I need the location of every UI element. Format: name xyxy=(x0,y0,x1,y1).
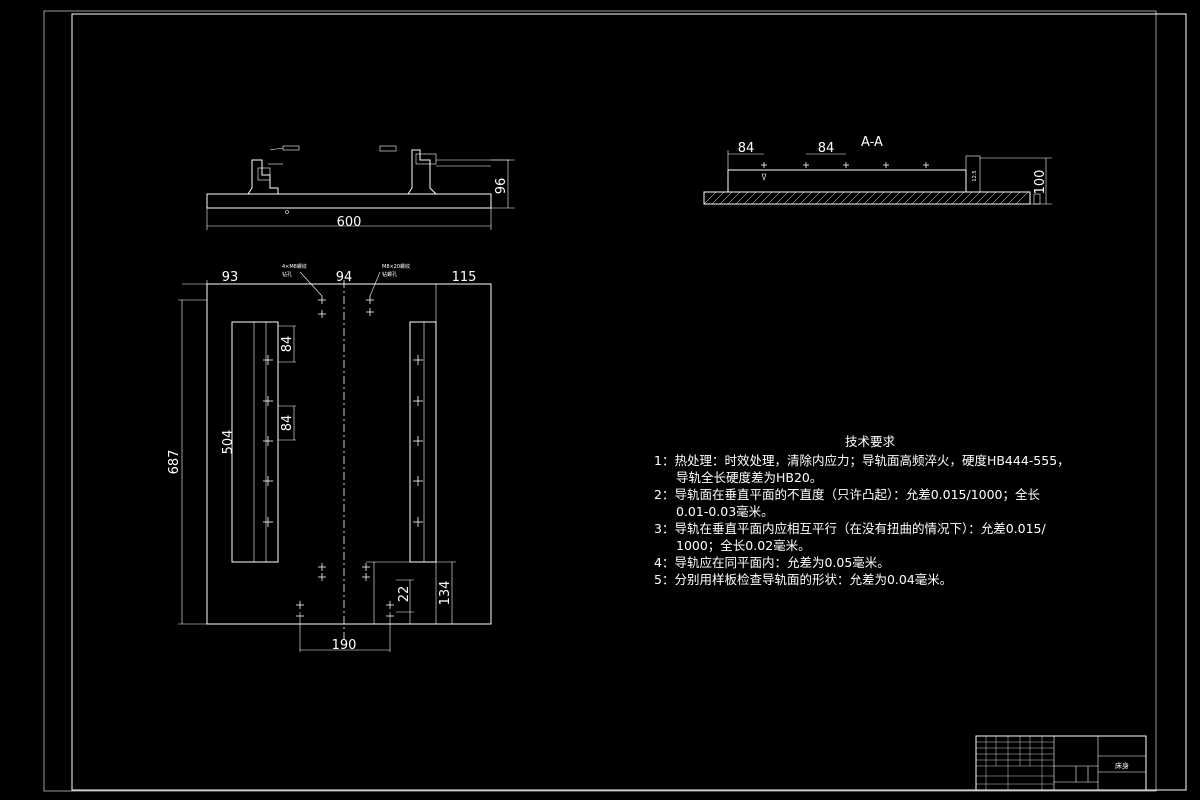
requirement-line-6: 1000；全长0.02毫米。 xyxy=(676,538,811,553)
requirement-line-5: 3：导轨在垂直平面内应相互平行（在没有扭曲的情况下）：允差0.015/ xyxy=(654,521,1046,536)
plan-dim-mid: 94 xyxy=(336,270,353,285)
section-title: A-A xyxy=(861,135,883,150)
section-dim-left: 84 xyxy=(738,141,755,156)
plan-dim-pitch-1: 84 xyxy=(280,336,295,353)
front-height-dim: 96 xyxy=(494,178,509,195)
plan-view: 4×M8螺纹 钻孔 M8×20螺纹 钻螺孔 93 94 115 687 504 … xyxy=(167,263,492,653)
requirement-line-3: 2：导轨面在垂直平面的不直度（只许凸起）：允差0.015/1000；全长 xyxy=(654,487,1041,502)
callout-left: 4×M8螺纹 xyxy=(282,263,307,270)
requirements-title: 技术要求 xyxy=(845,434,896,449)
requirement-line-8: 5：分别用样板检查导轨面的形状：允差为0.04毫米。 xyxy=(654,572,952,587)
requirement-line-7: 4：导轨应在同平面内：允差为0.05毫米。 xyxy=(654,555,890,570)
section-a-a: A-A xyxy=(703,135,1052,205)
plan-dim-bottom-width: 190 xyxy=(332,638,357,653)
plan-dim-bottom-1: 22 xyxy=(397,586,412,603)
right-rail-holes xyxy=(413,355,423,527)
section-dim-mid: 84 xyxy=(818,141,835,156)
front-width-dim: 600 xyxy=(337,215,362,230)
plan-dim-pitch-2: 84 xyxy=(280,415,295,432)
title-block: 床身 xyxy=(975,735,1147,791)
front-view: 600 96 xyxy=(206,145,515,230)
left-rail-holes xyxy=(263,355,273,527)
outer-border xyxy=(43,10,1157,792)
drawing-name: 床身 xyxy=(1115,761,1129,770)
section-hatching xyxy=(703,191,1029,205)
requirement-line-4: 0.01-0.03毫米。 xyxy=(676,504,774,519)
plan-dim-right: 115 xyxy=(452,270,477,285)
plan-holes xyxy=(296,296,394,617)
callout-right-2: 钻螺孔 xyxy=(382,271,397,278)
callout-right: M8×20螺纹 xyxy=(382,263,410,270)
title-block-grid xyxy=(976,736,1054,790)
callout-left-2: 钻孔 xyxy=(282,271,292,278)
requirement-line-2: 导轨全长硬度差为HB20。 xyxy=(676,470,822,485)
plan-dim-left: 93 xyxy=(222,270,239,285)
plan-dim-rail-length: 504 xyxy=(221,430,236,455)
inner-frame xyxy=(71,13,1187,791)
section-holes xyxy=(761,162,929,168)
plan-dim-bottom-2: 134 xyxy=(438,581,453,606)
technical-requirements: 技术要求 1：热处理：时效处理，清除内应力；导轨面高频淬火，硬度HB444-55… xyxy=(654,434,1070,587)
plan-dim-total-height: 687 xyxy=(167,450,182,475)
section-dim-right: 100 xyxy=(1033,170,1048,195)
section-dim-small: 12.5 xyxy=(972,170,978,181)
requirement-line-1: 1：热处理：时效处理，清除内应力；导轨面高频淬火，硬度HB444-555， xyxy=(654,453,1070,468)
